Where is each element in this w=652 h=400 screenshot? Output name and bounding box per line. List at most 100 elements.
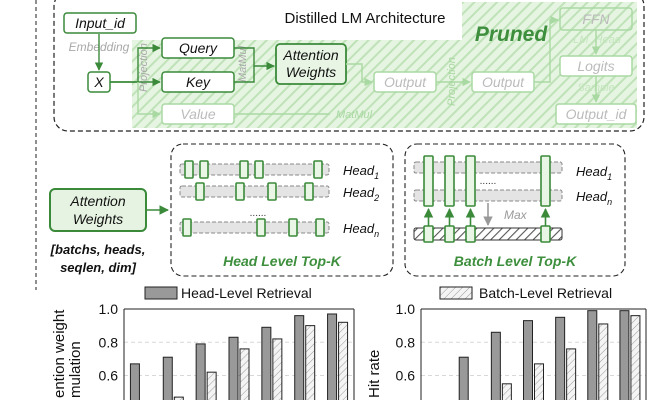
batch-level-caption: Batch Level Top-K <box>454 253 577 269</box>
key-label: Key <box>186 74 211 90</box>
architecture-panel: Distilled LM Architecture Pruned Input_i… <box>53 0 645 132</box>
arrow-output2-ffn <box>534 15 559 83</box>
head-level-ellipsis: ...... <box>250 208 267 219</box>
head-row-1-topk-1 <box>235 182 245 201</box>
batch-row-bar-1 <box>413 189 563 202</box>
head-row-0-topk-2 <box>239 160 249 179</box>
batch-row-max <box>413 227 563 241</box>
chart-right-bar-head-4 <box>555 316 566 400</box>
chart-right-bar-head-2 <box>490 331 501 400</box>
head-row-0-topk-3 <box>254 160 264 179</box>
input-id-label: Input_id <box>75 15 126 31</box>
chart-right-bar-batch-5 <box>598 323 609 400</box>
chart-right-bar-batch-6 <box>630 315 641 400</box>
output-id-node <box>555 103 637 125</box>
chart-left-bar-head-1 <box>162 356 173 400</box>
logits-label: Logits <box>577 58 614 74</box>
shape-line2: seqlen, dim] <box>60 260 137 275</box>
value-label: Value <box>180 106 216 122</box>
chart-left-bar-head-6 <box>327 313 338 400</box>
chart-right-ylabel-0: Hit rate <box>366 350 383 398</box>
chart-left-bar-head-2 <box>195 343 206 400</box>
batch-topk-col-2 <box>465 155 476 207</box>
chart-left-bar-batch-3 <box>239 348 250 400</box>
batch-level-label-0: Head1 <box>576 164 612 182</box>
shape-line1: [batchs, heads, <box>50 242 146 257</box>
retrieval-panel: Attention Weights [batchs, heads, seqlen… <box>49 143 626 277</box>
head-level-caption: Head Level Top-K <box>223 253 342 269</box>
chart-right-ytick-3: 0.8 <box>396 334 416 350</box>
batch-level-frame <box>404 143 626 277</box>
batch-topk-col-1 <box>444 155 455 207</box>
head-row-0-topk-1 <box>199 160 209 179</box>
chart-right-ytick-2: 0.6 <box>396 368 416 384</box>
legend-batch-swatch <box>439 286 473 300</box>
chart-right-ytick-4: 1.0 <box>396 301 416 317</box>
chart-left-bar-head-0 <box>129 363 140 400</box>
chart-right-bar-batch-4 <box>566 348 577 400</box>
head-row-1-topk-2 <box>267 182 277 201</box>
arrow-k-attn <box>234 66 255 83</box>
head-level-label-2: Headn <box>343 221 379 239</box>
chart-right-bar-head-5 <box>587 310 598 400</box>
matmul-top-label: MatMul <box>237 45 249 82</box>
attention-weights-line1: Attention <box>282 47 338 63</box>
batch-topk-col-3 <box>540 155 551 207</box>
batch-level-ellipsis: ...... <box>480 176 497 187</box>
chart-left-bar-batch-1 <box>173 396 184 400</box>
head-level-frame <box>170 143 394 277</box>
chart-legend: Head-Level Retrieval Batch-Level Retriev… <box>144 285 612 301</box>
output-id-label: Output_id <box>566 106 628 122</box>
batch-result-2 <box>465 225 476 243</box>
chart-left-ytick-2: 0.6 <box>99 368 119 384</box>
batch-topk-col-0 <box>423 155 434 207</box>
batch-result-3 <box>540 225 551 243</box>
chart-left-ytick-4: 1.0 <box>99 301 119 317</box>
architecture-title: Distilled LM Architecture <box>285 10 446 27</box>
head-row-2-topk-2 <box>288 218 298 237</box>
ffn-label: FFN <box>582 11 610 27</box>
output-2-label: Output <box>482 74 525 90</box>
retrieval-input-box <box>49 188 147 232</box>
chart-right-bar-head-3 <box>523 320 533 400</box>
head-row-1-topk-0 <box>195 182 205 201</box>
x-label: X <box>93 74 104 90</box>
batch-result-1 <box>444 225 455 243</box>
head-row-2-topk-0 <box>182 218 192 237</box>
retrieval-input-line2: Weights <box>73 211 123 227</box>
head-row-0-topk-0 <box>184 160 194 179</box>
attention-weights-line2: Weights <box>286 64 336 80</box>
head-row-0-topk-4 <box>313 160 323 179</box>
query-label: Query <box>179 40 218 56</box>
head-row-2-topk-3 <box>315 218 325 237</box>
matmul-bottom-label: MatMul <box>336 109 373 121</box>
arrow-x-value <box>137 82 161 119</box>
chart-right-bar-head-1 <box>458 356 469 400</box>
head-row-bar-1 <box>179 185 330 198</box>
input-id-node <box>63 12 137 34</box>
chart-right-bar-batch-2 <box>501 383 512 400</box>
output-1-label: Output <box>384 74 427 90</box>
retrieval-input-line1: Attention <box>69 193 125 209</box>
chart-right-bar-batch-3 <box>534 363 544 400</box>
legend-head-swatch <box>144 286 178 300</box>
chart-left-ylabel-0: ention weight <box>51 309 68 398</box>
head-level-label-0: Head1 <box>343 163 379 181</box>
chart-right-bar-head-6 <box>619 310 630 400</box>
arrow-attn-output <box>346 63 373 87</box>
head-row-2-topk-1 <box>256 218 266 237</box>
legend-batch-label: Batch-Level Retrieval <box>479 285 612 301</box>
lm-head-label: LM_Head <box>573 34 622 46</box>
batch-result-0 <box>423 225 434 243</box>
chart-left-ylabel-1: mulation <box>67 341 84 398</box>
batch-row-bar-0 <box>413 161 563 174</box>
chart-left-bar-head-4 <box>261 326 272 400</box>
head-level-label-1: Head2 <box>343 185 379 203</box>
pruned-label: Pruned <box>475 23 549 46</box>
chart-left-bar-head-3 <box>228 336 239 400</box>
